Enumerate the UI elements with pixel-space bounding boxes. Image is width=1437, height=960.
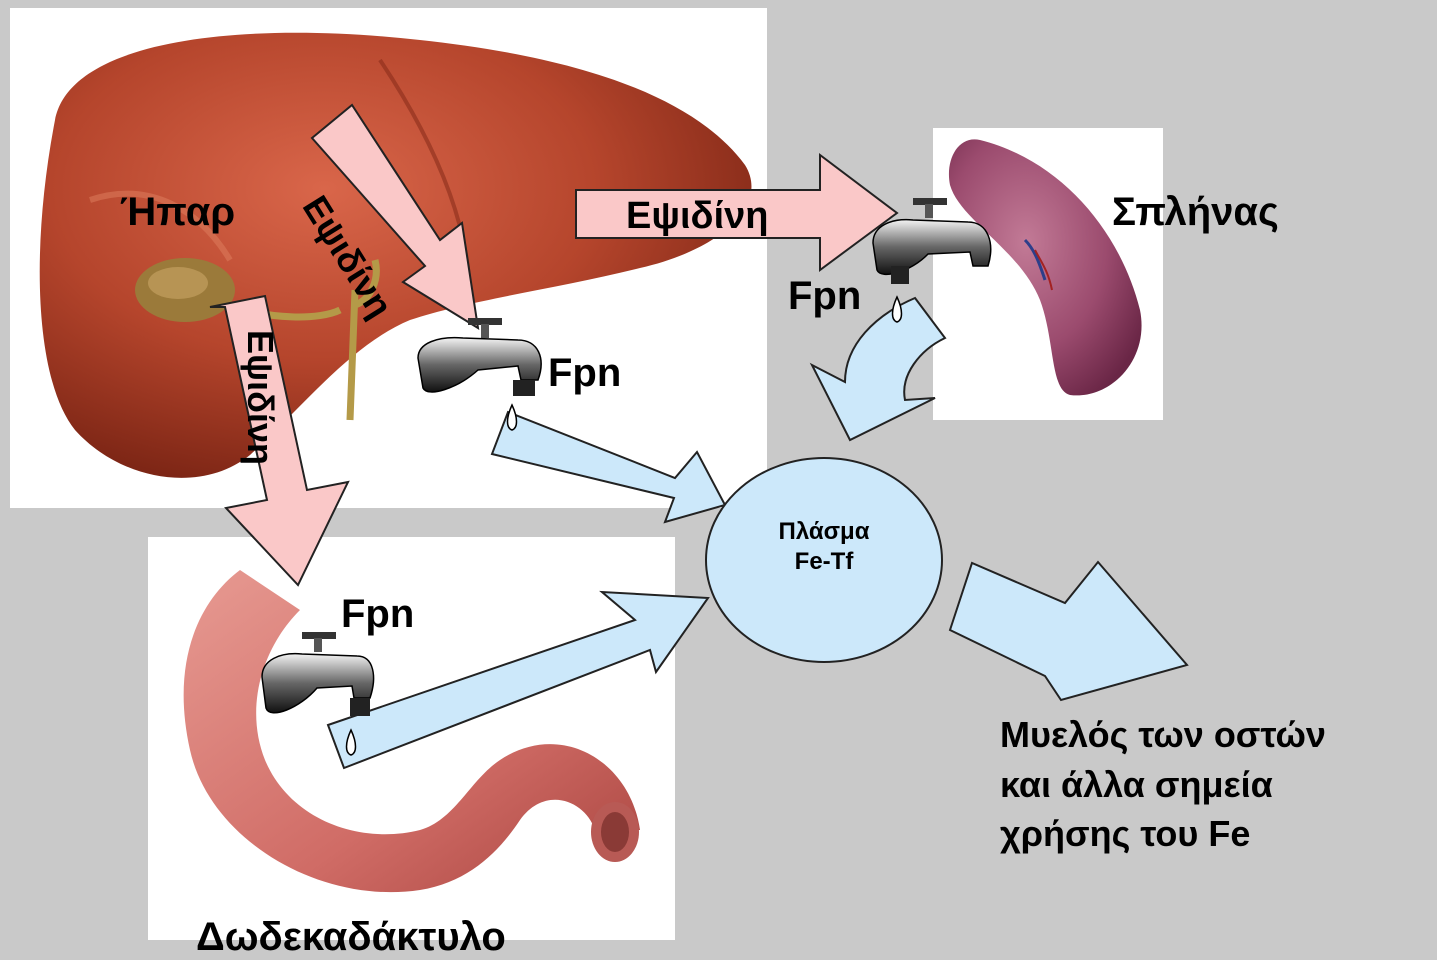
water-drop-icon bbox=[893, 297, 902, 322]
iron-arrow-spleen-to-plasma bbox=[812, 298, 945, 440]
plasma-node-label: Πλάσμα Fe-Tf bbox=[744, 517, 904, 577]
liver-label: Ήπαρ bbox=[120, 192, 235, 232]
plasma-line-1: Πλάσμα bbox=[744, 517, 904, 547]
spleen-label: Σπλήνας bbox=[1112, 192, 1279, 232]
fpn-label-spleen: Fpn bbox=[788, 276, 861, 316]
fpn-label-duodenum: Fpn bbox=[341, 594, 414, 634]
iron-arrow-plasma-to-marrow bbox=[950, 562, 1187, 700]
plasma-line-2: Fe-Tf bbox=[744, 547, 904, 577]
fpn-label-liver: Fpn bbox=[548, 353, 621, 393]
duodenum-label: Δωδεκαδάκτυλο bbox=[196, 917, 506, 957]
destination-label: Μυελός των οστών και άλλα σημεία χρήσης … bbox=[1000, 710, 1326, 859]
hepcidin-label-spleen-arrow: Εψιδίνη bbox=[626, 197, 768, 235]
hepcidin-label-duodenum-arrow: Εψιδίνη bbox=[242, 330, 278, 465]
